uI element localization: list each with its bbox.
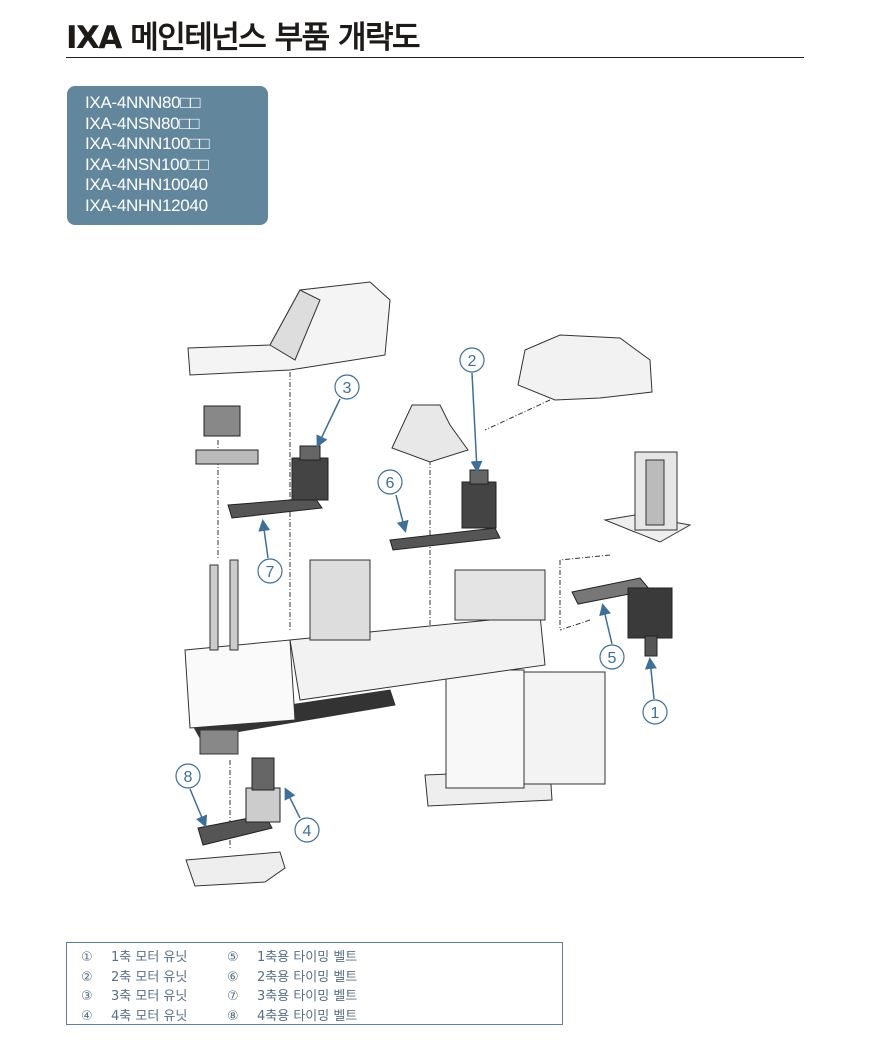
motor-units xyxy=(195,405,673,823)
bottom-cover xyxy=(185,851,286,887)
model-list: IXA-4NNN80□□ IXA-4NSN80□□ IXA-4NNN100□□ … xyxy=(67,86,268,225)
model-item: IXA-4NHN12040 xyxy=(85,195,208,215)
column-tower xyxy=(603,451,692,543)
callout-8: ⑧ xyxy=(0,0,1,1)
callout-label-3: 3 xyxy=(343,380,352,397)
model-item: IXA-4NNN80□□ xyxy=(85,93,201,112)
model-item: IXA-4NSN80□□ xyxy=(85,113,200,133)
callout-arrows xyxy=(189,372,657,828)
title-rule xyxy=(66,57,804,58)
callout-label-2: 2 xyxy=(468,353,477,370)
callout-label-1: 1 xyxy=(651,705,660,722)
small-cover xyxy=(391,404,469,463)
robot-body xyxy=(184,559,606,807)
base-cover xyxy=(517,334,653,401)
model-item: IXA-4NHN10040 xyxy=(85,175,208,194)
model-item: IXA-4NNN100□□ xyxy=(85,134,210,153)
callout-label-4: 4 xyxy=(303,823,312,840)
exploded-diagram: ① 1 2 3 4 5 6 7 8 ② ③ ④ ⑤ ⑥ ⑦ ⑧ xyxy=(0,0,692,887)
arm-cover xyxy=(187,281,391,376)
callout-label-8: 8 xyxy=(184,769,193,786)
page-title: IXA 메인테넌스 부품 개략도 xyxy=(66,20,421,56)
callout-circles xyxy=(175,347,668,843)
callout-label-7: 7 xyxy=(266,564,275,581)
model-item: IXA-4NSN100□□ xyxy=(85,154,209,174)
callout-label-6: 6 xyxy=(386,475,395,492)
callout-label-5: 5 xyxy=(608,650,617,667)
